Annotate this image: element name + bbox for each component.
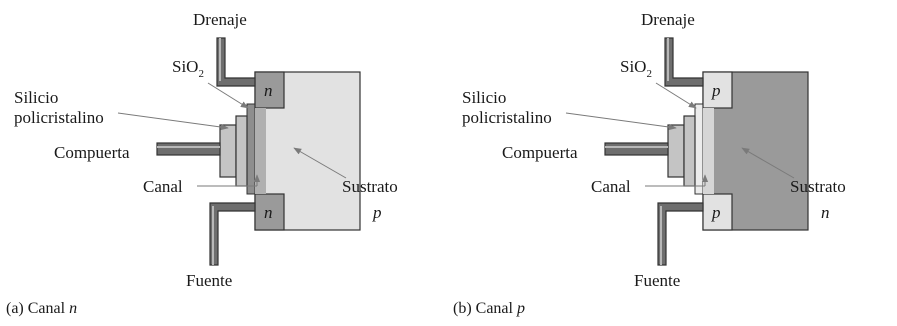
source-region-letter-a: n <box>264 203 273 222</box>
drain-label-a: Drenaje <box>193 10 247 29</box>
caption-a: (a) Canal n <box>6 300 77 317</box>
source-region-b <box>702 193 733 231</box>
gate-label-b: Compuerta <box>502 143 578 162</box>
drain-region-letter-a: n <box>264 81 273 100</box>
gate-label-a: Compuerta <box>54 143 130 162</box>
oxide-layer-b <box>694 103 704 195</box>
channel-label-a: Canal <box>143 177 183 196</box>
panel-a: n n Drenaje SiO2 Silicio policristalino … <box>6 10 398 317</box>
poly-leader-b <box>565 112 677 131</box>
drain-region-letter-b: p <box>711 81 721 100</box>
source-contact-a <box>209 202 256 266</box>
source-region-a <box>254 193 285 231</box>
substrate-label-b: Sustrato <box>790 177 846 196</box>
source-label-a: Fuente <box>186 271 232 290</box>
substrate-leader-b <box>741 147 795 179</box>
poly-gate-a <box>219 124 237 178</box>
caption-b: (b) Canal p <box>453 300 525 317</box>
poly-gate-b <box>667 124 685 178</box>
channel-strip-b <box>703 108 714 194</box>
poly-label-line2-b: policristalino <box>462 108 552 127</box>
poly-leader-a <box>117 112 229 131</box>
gate-rod-a <box>156 142 221 156</box>
oxide-label-a: SiO2 <box>172 57 204 80</box>
channel-strip-a <box>255 108 266 194</box>
substrate-leader-a <box>293 147 347 179</box>
poly-label-line1-b: Silicio <box>462 88 506 107</box>
poly-label-line2-a: policristalino <box>14 108 104 127</box>
source-label-b: Fuente <box>634 271 680 290</box>
oxide-layer-a <box>246 103 256 195</box>
source-contact-b <box>657 202 704 266</box>
poly-gate-inner-a <box>235 115 248 187</box>
gate-rod-b <box>604 142 669 156</box>
drain-region-a <box>254 71 285 109</box>
poly-gate-inner-b <box>683 115 696 187</box>
drain-label-b: Drenaje <box>641 10 695 29</box>
drain-region-b <box>702 71 733 109</box>
channel-label-b: Canal <box>591 177 631 196</box>
substrate-type-b: n <box>821 203 830 222</box>
drain-contact-a <box>216 37 256 87</box>
substrate-type-a: p <box>372 203 382 222</box>
source-region-letter-b: p <box>711 203 721 222</box>
oxide-leader-a <box>207 82 249 109</box>
substrate-label-a: Sustrato <box>342 177 398 196</box>
drain-contact-b <box>664 37 704 87</box>
oxide-label-b: SiO2 <box>620 57 652 80</box>
oxide-leader-b <box>655 82 697 109</box>
poly-label-line1-a: Silicio <box>14 88 58 107</box>
panel-b: p p Drenaje SiO2 Silicio policristalino … <box>453 10 846 317</box>
